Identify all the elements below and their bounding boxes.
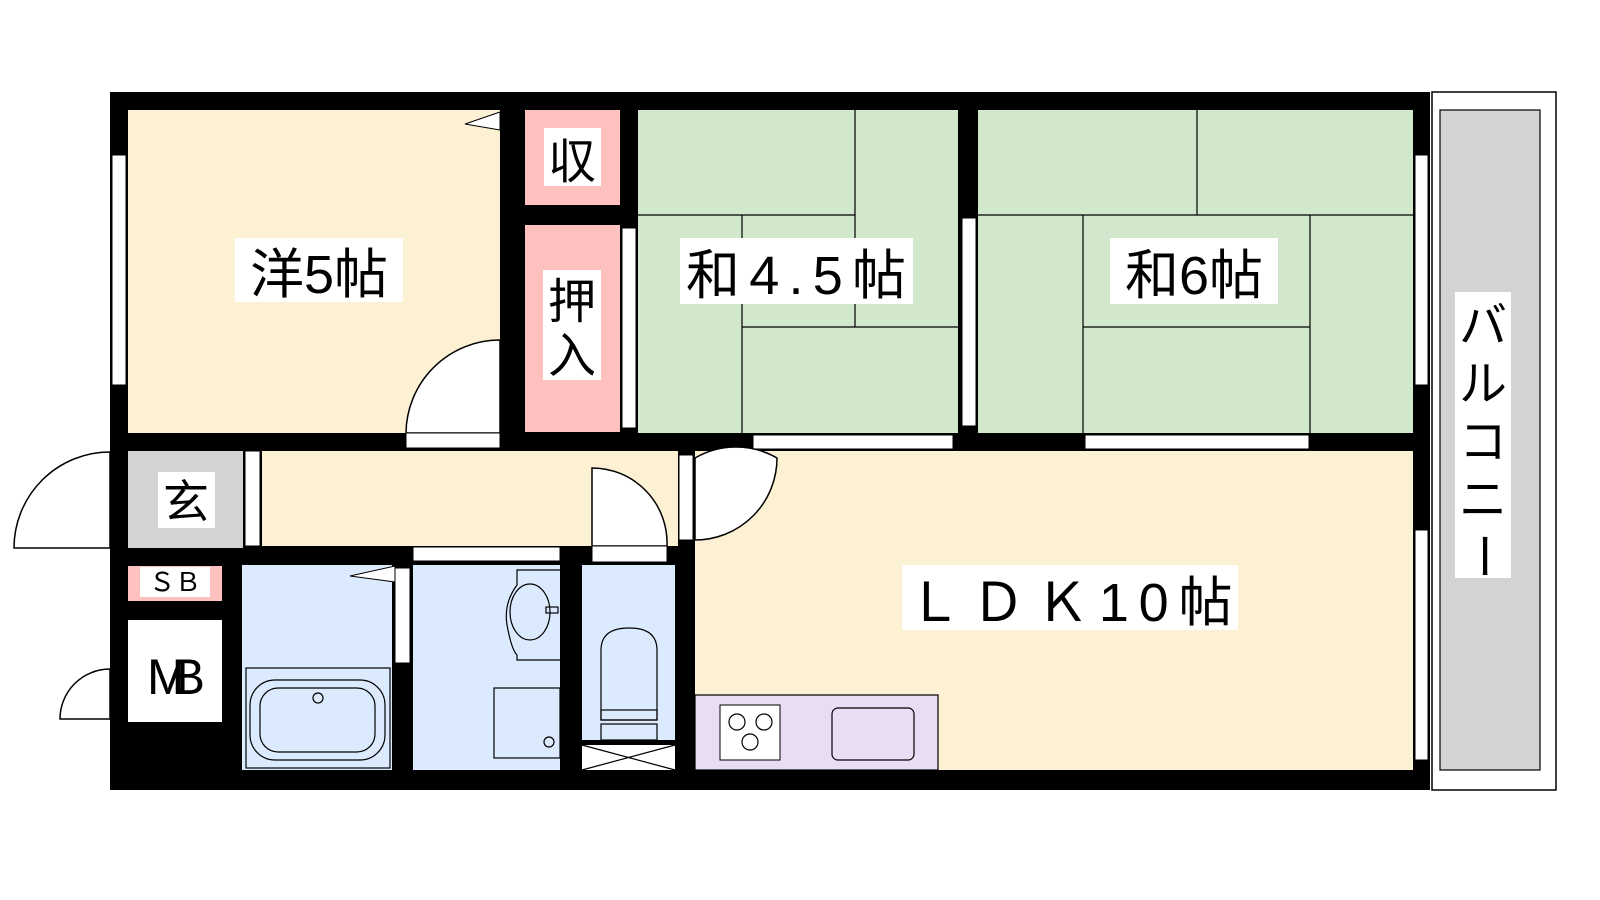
sink-icon	[505, 569, 560, 661]
western-room-label: 洋5帖	[250, 245, 388, 305]
washroom	[413, 565, 560, 770]
bathtub-icon	[245, 667, 391, 769]
balcony-label: バ ル コ ニ ー	[1456, 300, 1509, 580]
windows	[111, 154, 1429, 761]
washing-machine-space	[493, 687, 561, 759]
doors	[13, 111, 778, 720]
svg-text:バ: バ	[1459, 300, 1507, 353]
entrance-label: 玄	[163, 476, 209, 528]
japanese-large-label: 和6帖	[1125, 246, 1263, 306]
tatami-lines	[638, 110, 1413, 433]
svg-text:ニ: ニ	[1459, 474, 1507, 527]
meter-box-label: MB	[147, 649, 205, 705]
closet-label-bottom: 入	[548, 330, 596, 383]
svg-text:コ: コ	[1459, 416, 1507, 469]
toilet-icon	[600, 627, 658, 741]
storage-label: 収	[548, 136, 596, 189]
ldk-label: ＬＤＫ10帖	[908, 573, 1233, 633]
svg-text:ー: ー	[1456, 532, 1509, 580]
svg-text:ル: ル	[1459, 358, 1507, 411]
closet-label-top: 押	[548, 276, 596, 329]
japanese-small-label: 和4.5帖	[686, 246, 906, 306]
shoe-box-label: ＳＢ	[149, 567, 201, 597]
kitchen-sink-icon	[831, 707, 915, 761]
stove-icon	[719, 704, 781, 761]
toilet	[582, 565, 675, 740]
meter-box	[128, 620, 222, 722]
balcony	[1431, 91, 1557, 791]
